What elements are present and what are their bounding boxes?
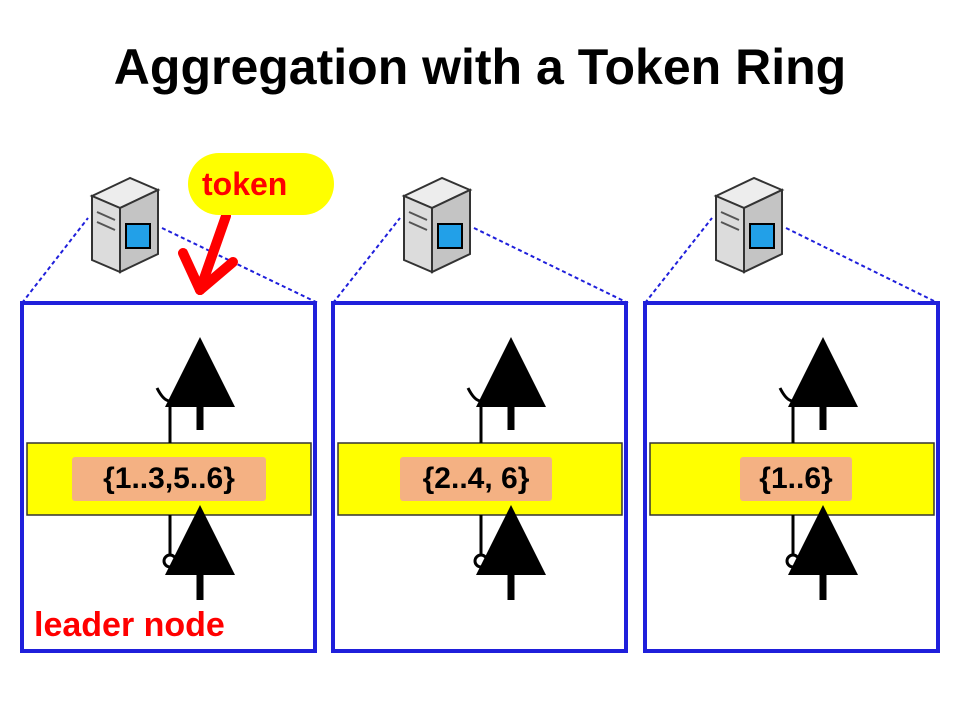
node-1: [20, 176, 319, 653]
node-3: [643, 176, 940, 653]
token-bubble: [188, 153, 334, 215]
lollipop-icon: [785, 553, 801, 569]
socket-icon: [466, 387, 496, 403]
zoom-line-right: [161, 227, 319, 304]
node-box: [20, 301, 317, 653]
node-box: [643, 301, 940, 653]
node-2-set-label: {2..4, 6}: [400, 457, 552, 501]
token-arrow-icon: [178, 211, 238, 295]
node-1-set-label: {1..3,5..6}: [72, 457, 266, 501]
lollipop-icon: [473, 553, 489, 569]
server-icon: [401, 176, 473, 274]
server-icon: [89, 176, 161, 274]
zoom-line-right: [473, 227, 629, 304]
zoom-line-left: [644, 217, 713, 304]
server-icon: [713, 176, 785, 274]
node-box: [331, 301, 628, 653]
zoom-line-left: [21, 217, 89, 304]
zoom-line-left: [332, 217, 401, 304]
token-label: token: [202, 166, 288, 202]
socket-icon: [778, 387, 808, 403]
socket-icon: [155, 387, 185, 403]
leader-node-label: leader node: [34, 606, 225, 644]
lollipop-icon: [162, 553, 178, 569]
node-2: [331, 176, 629, 653]
aggregation-component: [337, 442, 623, 516]
zoom-line-right: [785, 227, 939, 304]
slide-title: Aggregation with a Token Ring: [113, 39, 847, 95]
node-3-set-label: {1..6}: [740, 457, 852, 501]
